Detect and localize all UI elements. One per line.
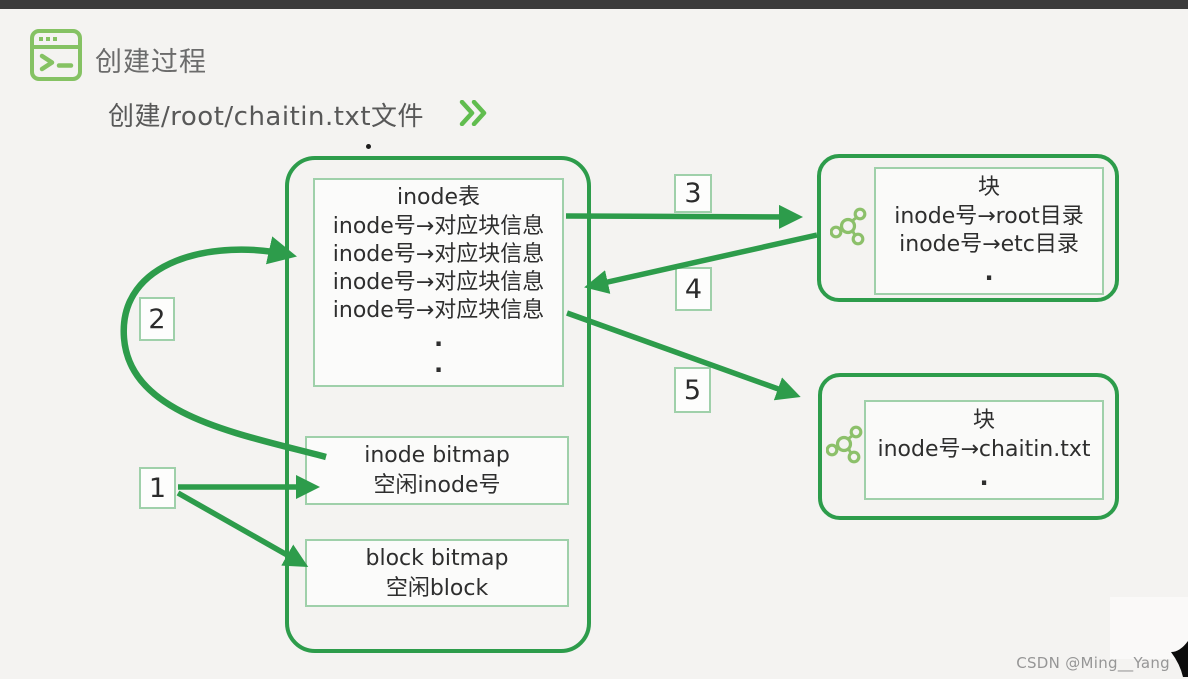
double-chevron-icon [459, 100, 487, 126]
step-number: 2 [148, 303, 166, 335]
step-number: 4 [684, 273, 703, 305]
step-number: 3 [684, 178, 702, 209]
block-row: inode号→root目录 [894, 204, 1084, 229]
terminal-icon [30, 29, 82, 81]
watermark: CSDN @Ming__Yang [1016, 654, 1170, 672]
step-badge-1: 1 [139, 467, 176, 509]
inode-table-row: inode号→对应块信息 [332, 242, 545, 267]
step-number: 5 [683, 374, 702, 406]
inode-bitmap-box: inode bitmap 空闲inode号 [305, 436, 569, 505]
chaitin-block-box: 块 inode号→chaitin.txt . [864, 400, 1104, 500]
stray-dot [366, 144, 371, 149]
step-badge-5: 5 [674, 367, 711, 413]
page-title: 创建过程 [95, 47, 207, 78]
step-badge-4: 4 [675, 267, 712, 311]
inode-table-title: inode表 [396, 185, 481, 210]
step-badge-3: 3 [674, 174, 712, 213]
share-icon [825, 424, 864, 468]
ellipsis-dot: . [984, 258, 994, 286]
root-dir-block-box: 块 inode号→root目录 inode号→etc目录 . [874, 167, 1104, 295]
block-title: 块 [977, 175, 1000, 200]
chaitin-block-container: 块 inode号→chaitin.txt . [818, 373, 1119, 520]
inode-bitmap-line: inode bitmap [364, 443, 510, 468]
highlight-region [1110, 597, 1188, 659]
inode-table-row: inode号→对应块信息 [332, 270, 545, 295]
share-icon [829, 206, 868, 250]
ellipsis-dot: . [433, 350, 444, 378]
subtitle: 创建/root/chaitin.txt文件 [108, 102, 425, 132]
inode-table-box: inode表 inode号→对应块信息 inode号→对应块信息 inode号→… [313, 178, 564, 387]
ellipsis-dot: . [979, 463, 989, 491]
step-number: 1 [148, 472, 167, 504]
block-bitmap-box: block bitmap 空闲block [305, 539, 569, 607]
arrow-step3-inode-table-to-root-block [565, 204, 804, 230]
root-dir-block-container: 块 inode号→root目录 inode号→etc目录 . [817, 154, 1119, 302]
inode-bitmap-line: 空闲inode号 [373, 473, 501, 498]
block-bitmap-line: block bitmap [365, 546, 509, 571]
step-badge-2: 2 [139, 297, 175, 341]
mouse-cursor-icon [1171, 641, 1188, 677]
inode-table-row: inode号→对应块信息 [332, 298, 545, 323]
block-title: 块 [972, 408, 995, 433]
ellipsis-dot: . [433, 324, 444, 352]
block-row: inode号→chaitin.txt [877, 437, 1091, 462]
block-bitmap-line: 空闲block [385, 576, 489, 601]
top-bar [0, 0, 1188, 9]
block-row: inode号→etc目录 [899, 232, 1079, 257]
inode-table-row: inode号→对应块信息 [332, 214, 545, 239]
